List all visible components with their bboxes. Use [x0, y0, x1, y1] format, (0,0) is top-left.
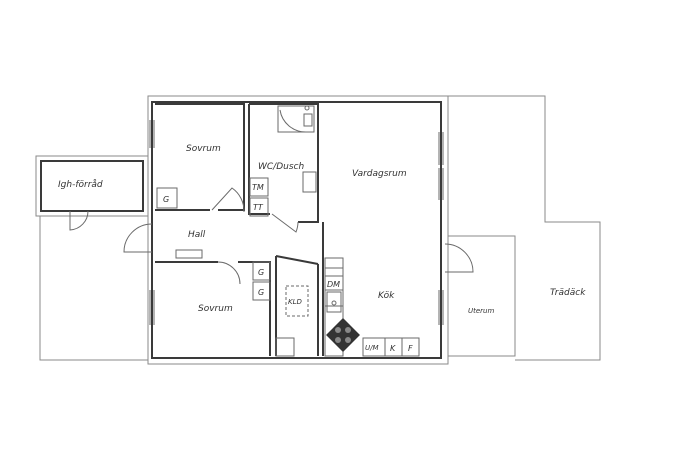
- label-dm: DM: [327, 280, 340, 289]
- bottom-counter: [362, 337, 420, 357]
- bathroom-walls: [248, 103, 319, 223]
- apartment-outer-wall: [147, 95, 449, 365]
- storage-inner: [40, 160, 144, 212]
- hall-door-left: [123, 223, 153, 253]
- label-hall: Hall: [188, 230, 206, 240]
- label-g-top: G: [163, 195, 169, 204]
- shower-head: [304, 105, 310, 111]
- stove: [326, 318, 360, 352]
- bedroom-bottom-door: [217, 261, 241, 285]
- wardrobe-g-mid1: [252, 261, 271, 281]
- bathroom-door: [271, 213, 299, 233]
- label-k: K: [390, 344, 396, 353]
- closet-dashed: [285, 285, 309, 317]
- label-kld: KLD: [288, 298, 302, 306]
- bedroom-top-walls: [155, 103, 245, 211]
- deck-outline: [448, 95, 601, 361]
- label-tradack: Trädäck: [550, 288, 586, 298]
- label-kok: Kök: [378, 291, 395, 301]
- terrace-outline: [39, 216, 148, 361]
- label-tt: TT: [253, 203, 264, 212]
- windows: [149, 120, 444, 325]
- toilet: [303, 113, 313, 127]
- label-g-mid2: G: [258, 288, 264, 297]
- bedroom-top-door: [211, 187, 245, 213]
- label-tm: TM: [252, 183, 264, 192]
- radiator: [175, 249, 203, 259]
- label-sovrum-bottom: Sovrum: [198, 304, 233, 314]
- kitchen-sink: [326, 291, 342, 313]
- label-g-mid1: G: [258, 268, 264, 277]
- label-um: U/M: [365, 344, 379, 352]
- label-igh-forrad: Igh-förråd: [58, 179, 103, 190]
- sink: [302, 171, 317, 193]
- tt-box: [249, 197, 269, 217]
- label-uterum: Uterum: [468, 307, 494, 315]
- shower-arc: [279, 109, 307, 133]
- label-f: F: [408, 344, 413, 353]
- closet-shelf: [275, 337, 295, 357]
- tm-box: [249, 177, 269, 197]
- closet-walls: [275, 255, 319, 356]
- shower: [277, 105, 315, 133]
- kitchen-counter: [324, 257, 344, 357]
- sunroom-door: [444, 243, 474, 273]
- label-sovrum-top: Sovrum: [186, 144, 221, 154]
- wardrobe-g-mid2: [252, 281, 271, 301]
- label-vardagsrum: Vardagsrum: [352, 169, 407, 179]
- wardrobe-g-top: [156, 187, 178, 209]
- apartment-inner-wall: [151, 101, 442, 359]
- dm-box: [324, 289, 344, 307]
- sunroom-walls: [448, 235, 516, 357]
- label-wc-dusch: WC/Dusch: [258, 162, 304, 172]
- storage-door: [69, 210, 89, 231]
- storage-outer: [35, 155, 149, 217]
